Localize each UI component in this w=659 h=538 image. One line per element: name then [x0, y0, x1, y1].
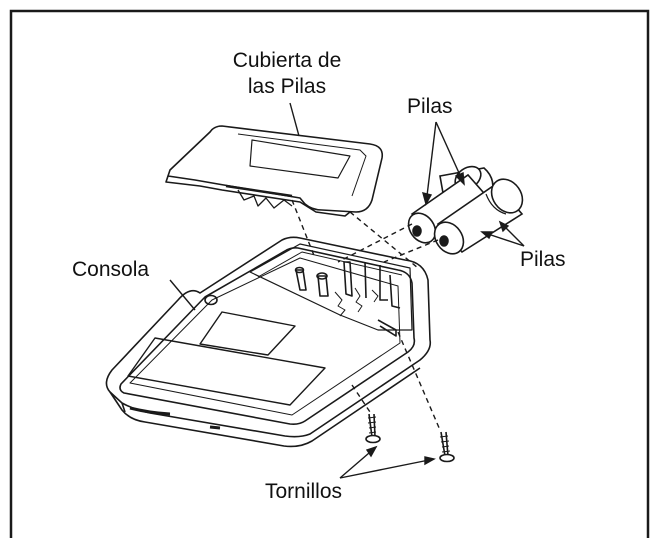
batteries-label-top: Pilas — [407, 95, 453, 118]
screws-illustration — [365, 413, 455, 463]
batteries-label-right: Pilas — [520, 248, 566, 271]
battery-cover-label-line2: las Pilas — [247, 75, 327, 98]
callout-lines — [169, 102, 525, 479]
battery-cover-label-line1: Cubierta de — [232, 49, 342, 72]
console-label: Consola — [72, 258, 150, 281]
batteries-illustration — [407, 165, 524, 255]
assembly-guide-lines — [291, 199, 441, 431]
diagram-border — [9, 9, 650, 538]
console-illustration — [105, 236, 432, 448]
screws-label: Tornillos — [265, 480, 343, 503]
battery-cover-illustration — [165, 125, 384, 217]
